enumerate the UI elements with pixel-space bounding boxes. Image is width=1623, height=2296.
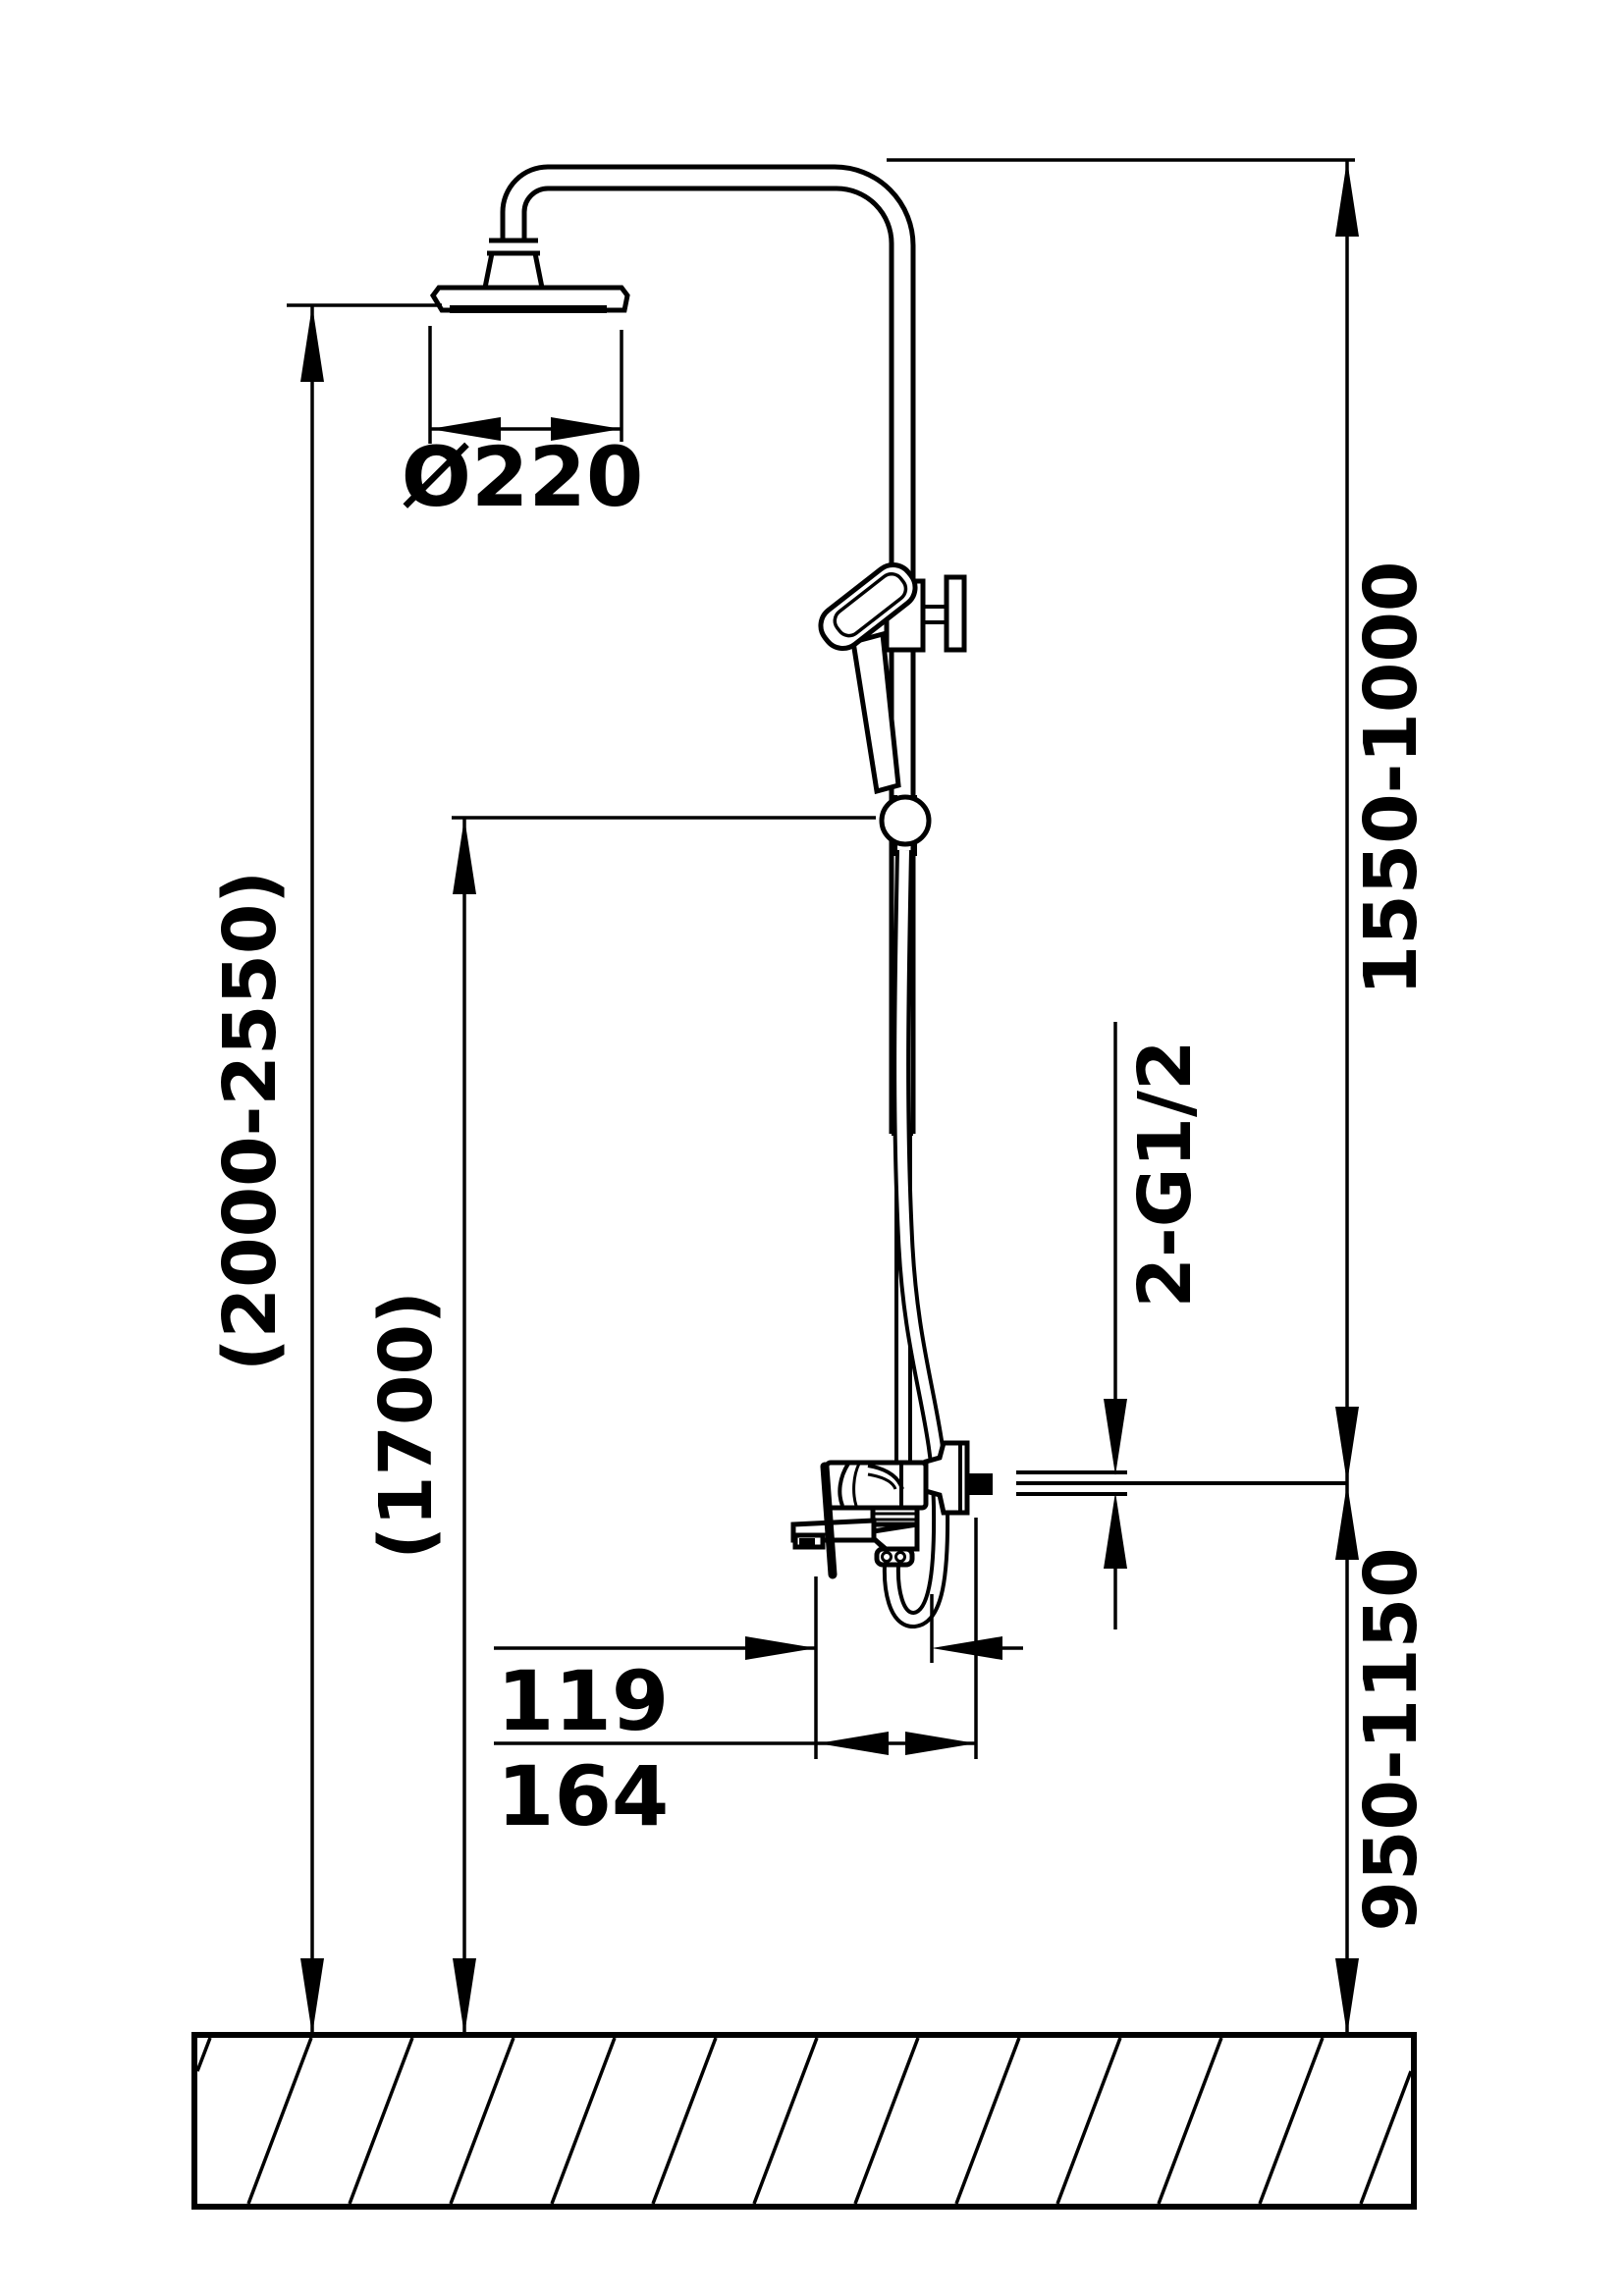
knob-stem — [923, 605, 947, 624]
dimension-head-diameter: Ø220 — [402, 326, 644, 525]
mixer-lever — [820, 1462, 838, 1579]
slider-knob — [944, 574, 967, 653]
shower-hose — [882, 849, 950, 1629]
hand-shower-handle — [850, 630, 901, 795]
wall-thread-stub — [967, 1473, 993, 1495]
dimension-base-range: 950-1150 — [1335, 1483, 1434, 2035]
dim-label-thread-connections: 2-G1/2 — [1123, 1041, 1208, 1308]
mixer-under-nut — [870, 1505, 920, 1527]
dimension-spout-reach: 119 — [494, 1576, 1023, 1759]
dim-label-wall-to-spout: 164 — [497, 1748, 669, 1844]
bath-mixer — [790, 1440, 993, 1579]
wall-supply-lines — [1016, 1470, 1347, 1496]
dim-label-riser-range: 1550-1000 — [1349, 561, 1434, 996]
ground-hatch — [191, 2032, 1417, 2210]
dimension-riser-range: 1550-1000 — [887, 158, 1434, 1483]
wall-escutcheon — [923, 1440, 970, 1516]
riser-pipe-and-arm — [500, 164, 916, 1465]
dimension-overall-height: (2000-2550) — [208, 303, 442, 2035]
dim-label-overall-height: (2000-2550) — [208, 871, 293, 1371]
shower-head-disc — [429, 285, 630, 313]
dimension-wall-to-spout: 164 — [494, 1518, 978, 1844]
spout-aerator — [799, 1538, 815, 1547]
hand-shower-head — [818, 561, 918, 652]
overhead-shower-head — [429, 238, 630, 313]
hand-shower — [818, 561, 932, 856]
dim-label-spout-reach: 119 — [497, 1653, 669, 1749]
dim-label-base-range: 950-1150 — [1349, 1547, 1434, 1931]
dim-label-handshower-height: (1700) — [364, 1291, 449, 1560]
shower-head-stem — [481, 250, 546, 291]
hose-coupling — [879, 794, 932, 856]
dimension-handshower-height: (1700) — [364, 816, 876, 2035]
dim-label-head-diameter: Ø220 — [402, 429, 644, 525]
dimension-thread-connections: 2-G1/2 — [1104, 1022, 1208, 1629]
